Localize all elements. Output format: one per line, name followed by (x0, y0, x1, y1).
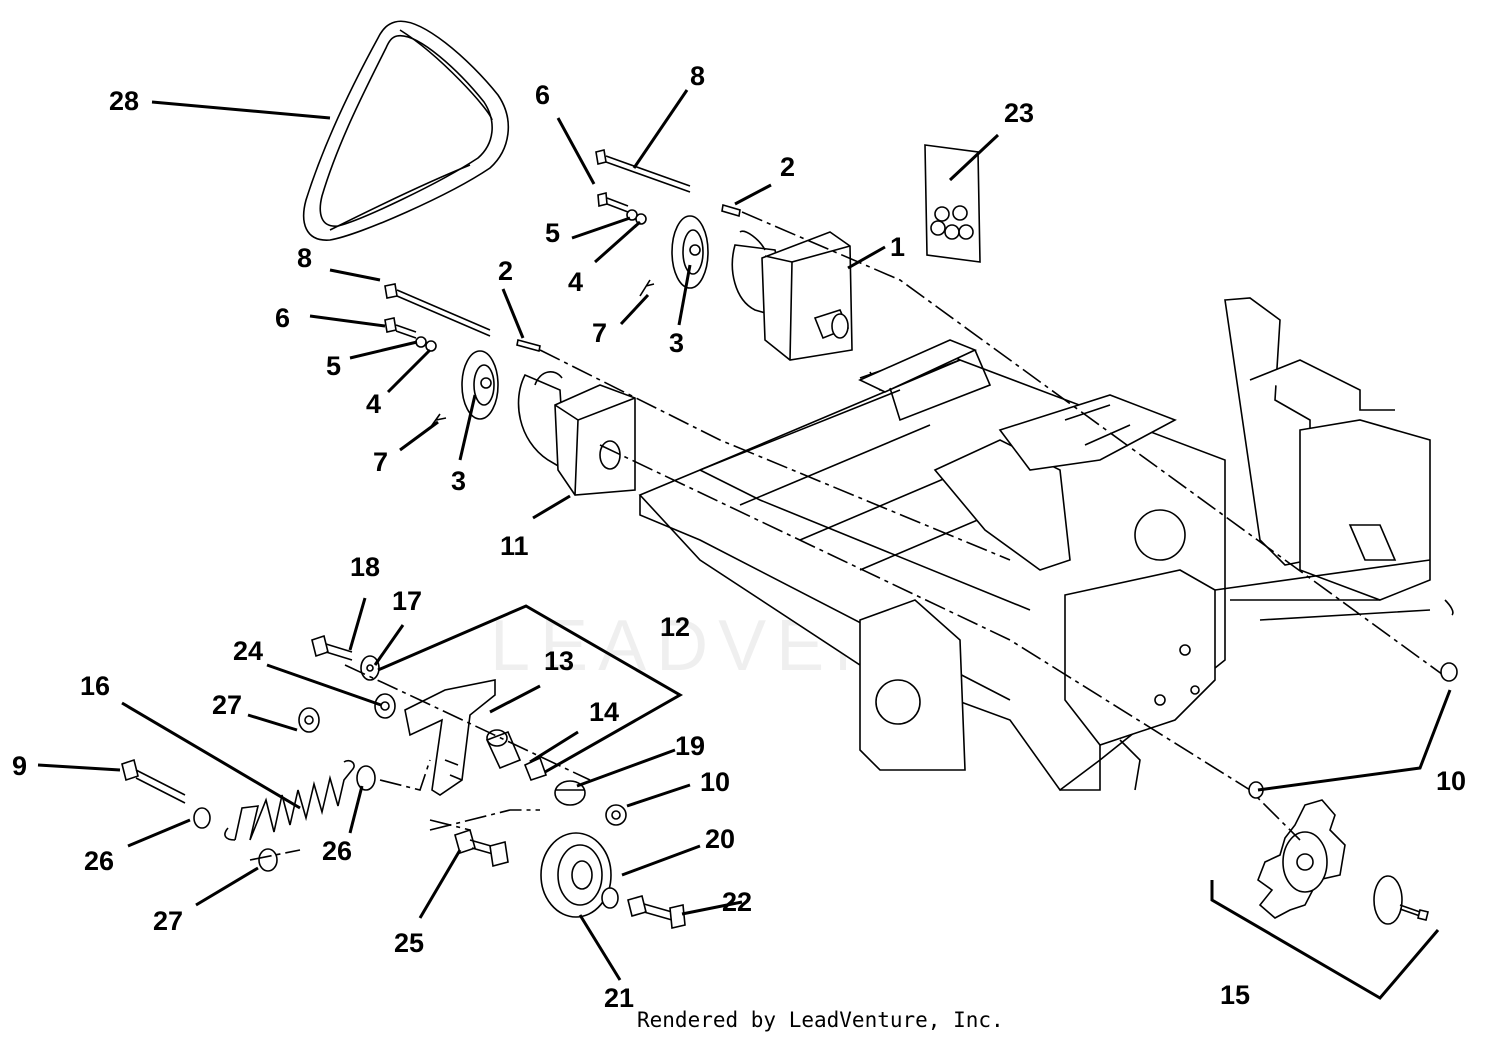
callout-16: 16 (80, 671, 110, 701)
callout-24: 24 (233, 636, 263, 666)
callout-2-upper: 2 (780, 152, 795, 182)
bracket-10 (1257, 689, 1452, 792)
callout-26-left: 26 (84, 846, 114, 876)
callout-7-lower: 7 (373, 447, 388, 477)
callout-23: 23 (1004, 98, 1034, 128)
frame-nuts-drawing (1248, 662, 1458, 799)
callout-3-upper: 3 (669, 328, 684, 358)
callout-26-right: 26 (322, 836, 352, 866)
callout-8-upper: 8 (690, 61, 705, 91)
callout-13: 13 (544, 646, 574, 676)
callout-6-upper: 6 (535, 80, 550, 110)
callout-5-lower: 5 (326, 351, 341, 381)
belt-drawing (302, 20, 510, 241)
callout-8-lower: 8 (297, 243, 312, 273)
callout-14: 14 (589, 697, 619, 727)
callout-6-lower: 6 (275, 303, 290, 333)
callout-7-upper: 7 (592, 318, 607, 348)
callout-10-right: 10 (1436, 766, 1466, 796)
callout-28: 28 (109, 86, 139, 116)
callout-25: 25 (394, 928, 424, 958)
callout-9: 9 (12, 751, 27, 781)
callout-4-lower: 4 (366, 389, 381, 419)
fan-drawing (1257, 799, 1429, 925)
callout-17: 17 (392, 586, 422, 616)
callout-18: 18 (350, 552, 380, 582)
callout-5-upper: 5 (545, 218, 560, 248)
brackets (377, 604, 1452, 1000)
frame-drawing (638, 297, 1454, 792)
callout-20: 20 (705, 824, 735, 854)
callout-11: 11 (500, 531, 529, 561)
bracket-15 (1210, 880, 1440, 1000)
callout-4-upper: 4 (568, 267, 583, 297)
idler-assembly-drawing (121, 634, 686, 929)
callout-12: 12 (660, 612, 690, 642)
lower-pump-drawing (384, 283, 636, 496)
centerlines (249, 211, 1451, 861)
callout-labels: 28 8 6 2 23 5 4 1 7 3 8 2 6 5 4 7 3 11 1… (12, 61, 1466, 1013)
leader-lines (37, 89, 1000, 981)
callout-27-upper: 27 (212, 690, 242, 720)
upper-pump-drawing (595, 149, 853, 361)
callout-15: 15 (1220, 980, 1250, 1010)
callout-2-lower: 2 (498, 256, 513, 286)
callout-10-lower: 10 (700, 767, 730, 797)
callout-27-lower: 27 (153, 906, 183, 936)
decal-drawing (924, 144, 981, 263)
callout-21: 21 (604, 983, 634, 1013)
callout-1: 1 (890, 232, 905, 262)
callout-22: 22 (722, 887, 752, 917)
callout-19: 19 (675, 731, 705, 761)
footer-credit: Rendered by LeadVenture, Inc. (637, 1008, 1004, 1032)
bracket-12 (377, 604, 684, 774)
callout-3-lower: 3 (451, 466, 466, 496)
